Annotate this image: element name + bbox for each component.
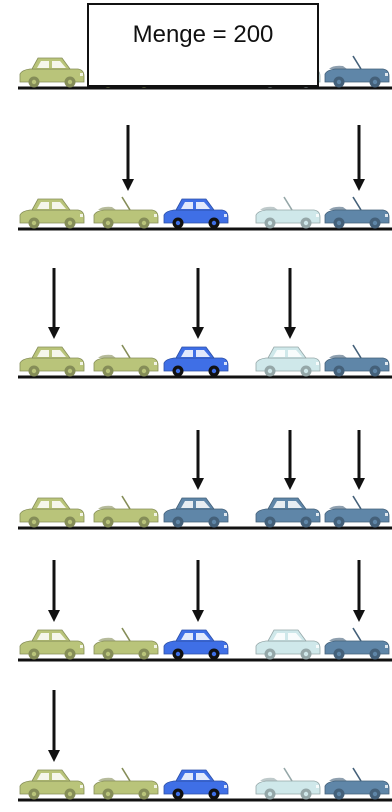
car-sedan [164,630,228,660]
down-arrow [192,430,204,490]
down-arrow [353,430,365,490]
car-sedan [164,498,228,528]
car-sedan [164,199,228,229]
car-sedan [20,58,84,88]
down-arrow [48,690,60,762]
down-arrow [284,268,296,339]
car-convertible [94,345,158,377]
quantity-label-box: Menge = 200 [87,3,319,87]
down-arrow [192,268,204,339]
car-convertible [325,628,389,660]
down-arrow [284,430,296,490]
car-sedan [20,199,84,229]
down-arrow [353,560,365,622]
car-convertible [325,197,389,229]
car-sedan [20,347,84,377]
car-sedan [164,770,228,800]
car-convertible [94,628,158,660]
down-arrow [192,560,204,622]
car-sedan [20,630,84,660]
car-convertible [325,56,389,88]
car-convertible [256,197,320,229]
down-arrow [48,560,60,622]
car-convertible [94,197,158,229]
car-convertible [325,345,389,377]
car-sedan [164,347,228,377]
car-convertible [325,496,389,528]
car-sedan [256,498,320,528]
car-convertible [256,768,320,800]
quantity-label: Menge = 200 [89,21,317,49]
car-sedan [20,770,84,800]
car-sedan [20,498,84,528]
car-sedan [256,630,320,660]
car-convertible [94,768,158,800]
down-arrow [122,125,134,191]
car-convertible [94,496,158,528]
car-convertible [325,768,389,800]
car-sedan [256,347,320,377]
down-arrow [48,268,60,339]
down-arrow [353,125,365,191]
